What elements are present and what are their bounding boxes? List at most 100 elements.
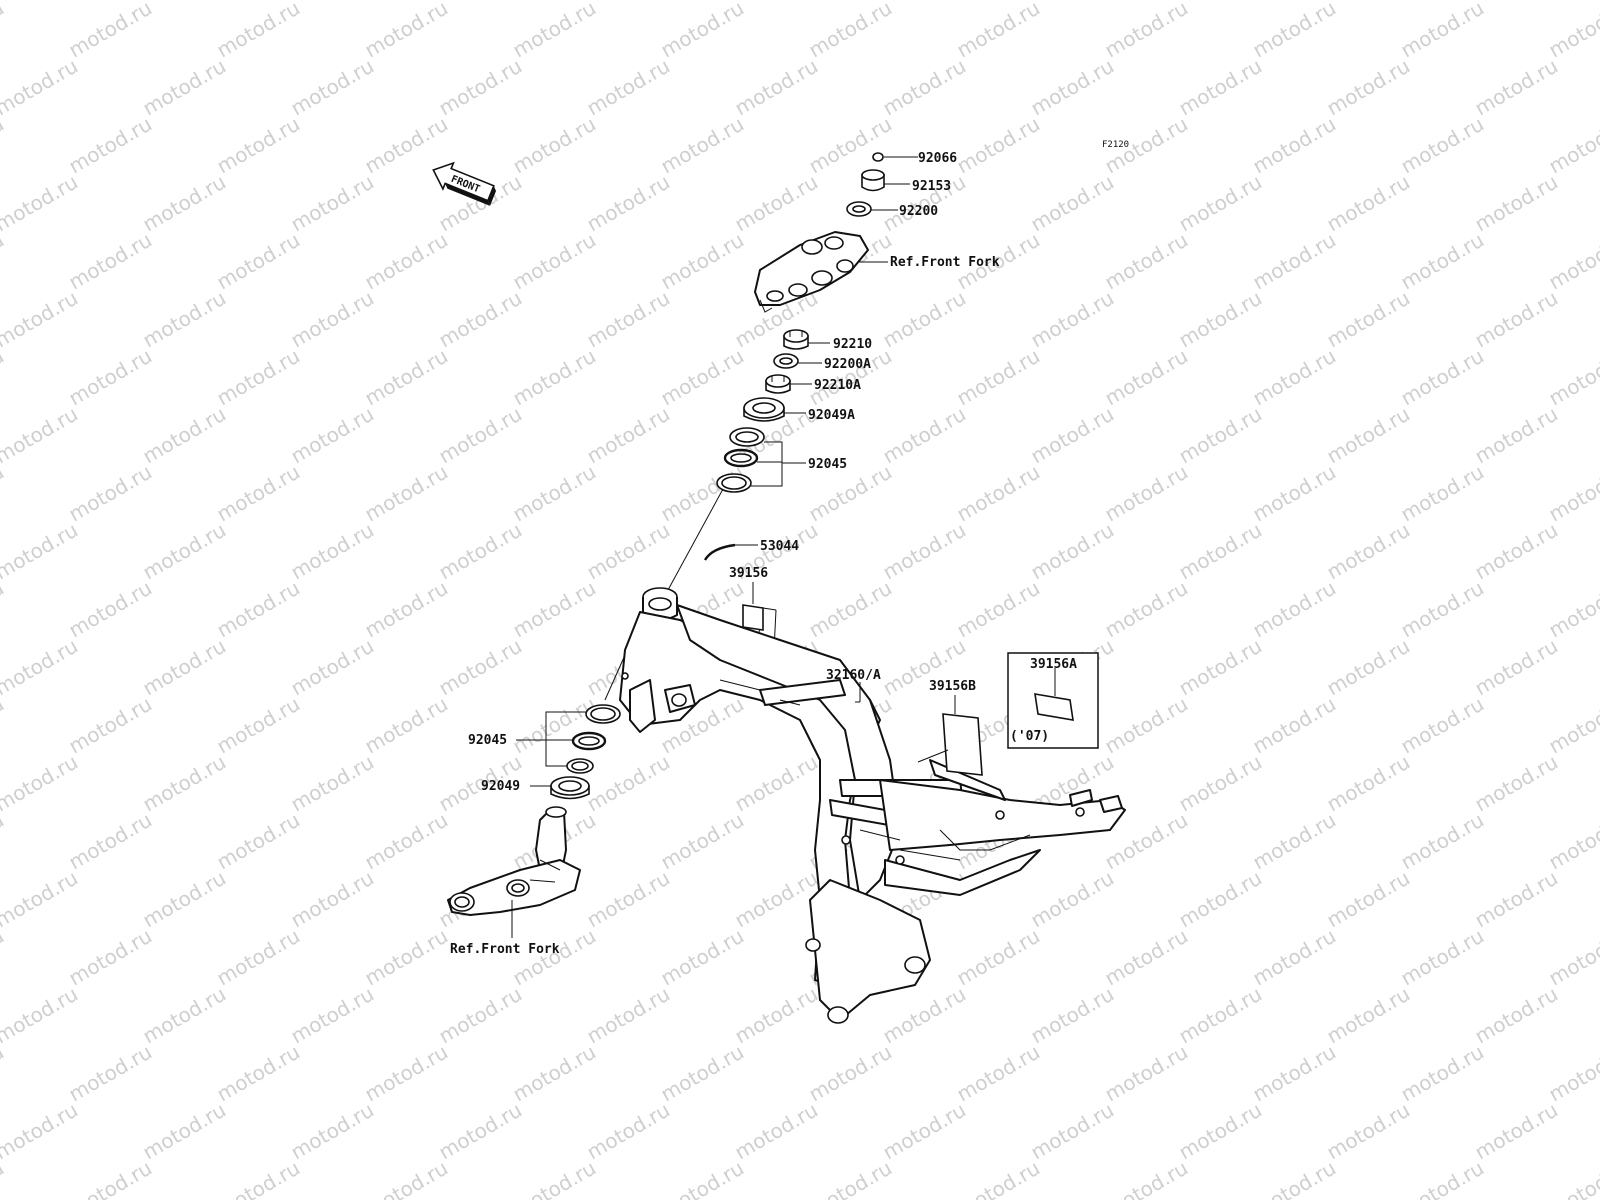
- leader-bracket: [545, 711, 586, 767]
- watermark-text: motod.ru: [1101, 924, 1192, 991]
- watermark-text: motod.ru: [953, 344, 1044, 411]
- watermark-text: motod.ru: [805, 1040, 896, 1107]
- watermark-text: motod.ru: [0, 170, 82, 237]
- watermark-text: motod.ru: [509, 576, 600, 643]
- watermark-text: motod.ru: [0, 866, 82, 933]
- watermark-text: motod.ru: [0, 576, 8, 643]
- watermark-text: motod.ru: [1175, 982, 1266, 1049]
- watermark-text: motod.ru: [1027, 982, 1118, 1049]
- watermark-text: motod.ru: [1249, 1040, 1340, 1107]
- watermark-text: motod.ru: [0, 460, 8, 527]
- watermark-text: motod.ru: [213, 692, 304, 759]
- watermark-text: motod.ru: [509, 228, 600, 295]
- watermark-text: motod.ru: [657, 112, 748, 179]
- watermark-text: motod.ru: [1175, 54, 1266, 121]
- watermark-text: motod.ru: [139, 1098, 230, 1165]
- watermark-text: motod.ru: [0, 112, 8, 179]
- watermark-text: motod.ru: [1471, 982, 1562, 1049]
- leader-line: [762, 607, 777, 611]
- watermark-text: motod.ru: [953, 112, 1044, 179]
- part-92200-washer: [846, 201, 872, 217]
- watermark-text: motod.ru: [213, 344, 304, 411]
- watermark-text: motod.ru: [509, 924, 600, 991]
- watermark-text: motod.ru: [1249, 112, 1340, 179]
- upper-triple-clamp: [754, 231, 869, 313]
- watermark-text: motod.ru: [361, 1040, 452, 1107]
- watermark-text: motod.ru: [0, 1040, 8, 1107]
- lower-triple-clamp-stem: [447, 806, 581, 916]
- watermark-text: motod.ru: [583, 170, 674, 237]
- watermark-text: motod.ru: [657, 228, 748, 295]
- watermark-text: motod.ru: [1545, 808, 1600, 875]
- watermark-text: motod.ru: [213, 1040, 304, 1107]
- watermark-text: motod.ru: [1101, 344, 1192, 411]
- watermark-text: motod.ru: [1027, 0, 1118, 4]
- watermark-text: motod.ru: [1323, 0, 1414, 4]
- watermark-text: motod.ru: [287, 54, 378, 121]
- watermark-text: motod.ru: [361, 576, 452, 643]
- watermark-text: motod.ru: [0, 1156, 8, 1200]
- watermark-text: motod.ru: [65, 692, 156, 759]
- label-39156B: 39156B: [929, 679, 976, 694]
- watermark-text: motod.ru: [583, 54, 674, 121]
- part-92210A-nut: [765, 374, 791, 394]
- label-92066: 92066: [918, 151, 957, 166]
- label-92153: 92153: [912, 179, 951, 194]
- watermark-text: motod.ru: [435, 518, 526, 585]
- watermark-text: motod.ru: [435, 402, 526, 469]
- watermark-text: motod.ru: [361, 924, 452, 991]
- label-92210: 92210: [833, 337, 872, 352]
- watermark-text: motod.ru: [65, 112, 156, 179]
- watermark-text: motod.ru: [287, 866, 378, 933]
- watermark-text: motod.ru: [1397, 692, 1488, 759]
- watermark-text: motod.ru: [879, 402, 970, 469]
- watermark-text: motod.ru: [361, 1156, 452, 1200]
- watermark-text: motod.ru: [1249, 460, 1340, 527]
- watermark-text: motod.ru: [1323, 1098, 1414, 1165]
- watermark-text: motod.ru: [1471, 750, 1562, 817]
- watermark-text: motod.ru: [1545, 460, 1600, 527]
- watermark-text: motod.ru: [583, 402, 674, 469]
- watermark-text: motod.ru: [65, 808, 156, 875]
- watermark-text: motod.ru: [953, 1040, 1044, 1107]
- part-92210-nut: [783, 329, 809, 350]
- assembly-line: [604, 654, 626, 701]
- label-39156: 39156: [729, 566, 768, 581]
- watermark-text: motod.ru: [0, 634, 82, 701]
- watermark-text: motod.ru: [435, 0, 526, 4]
- watermark-text: motod.ru: [1101, 460, 1192, 527]
- watermark-text: motod.ru: [65, 0, 156, 62]
- watermark-text: motod.ru: [0, 228, 8, 295]
- watermark-text: motod.ru: [879, 1098, 970, 1165]
- watermark-text: motod.ru: [139, 866, 230, 933]
- watermark-text: motod.ru: [435, 1098, 526, 1165]
- watermark-text: motod.ru: [287, 634, 378, 701]
- watermark-text: motod.ru: [657, 924, 748, 991]
- watermark-text: motod.ru: [1471, 518, 1562, 585]
- watermark-text: motod.ru: [1397, 344, 1488, 411]
- watermark-text: motod.ru: [287, 0, 378, 4]
- watermark-text: motod.ru: [0, 750, 82, 817]
- watermark-text: motod.ru: [805, 112, 896, 179]
- part-92045-upper-bearing-set: [716, 427, 765, 493]
- watermark-text: motod.ru: [1101, 692, 1192, 759]
- watermark-text: motod.ru: [139, 54, 230, 121]
- watermark-text: motod.ru: [213, 576, 304, 643]
- label-92045-bottom: 92045: [468, 733, 507, 748]
- watermark-text: motod.ru: [1175, 0, 1266, 4]
- watermark-text: motod.ru: [139, 750, 230, 817]
- watermark-text: motod.ru: [65, 344, 156, 411]
- part-92049-seal: [550, 776, 590, 800]
- watermark-text: motod.ru: [731, 170, 822, 237]
- label-92210A: 92210A: [814, 378, 861, 393]
- label-92200A: 92200A: [824, 357, 871, 372]
- watermark-text: motod.ru: [1249, 228, 1340, 295]
- watermark-text: motod.ru: [953, 576, 1044, 643]
- watermark-text: motod.ru: [435, 54, 526, 121]
- watermark-text: motod.ru: [1545, 1156, 1600, 1200]
- watermark-text: motod.ru: [805, 576, 896, 643]
- watermark-text: motod.ru: [1471, 0, 1562, 4]
- watermark-text: motod.ru: [65, 1156, 156, 1200]
- watermark-text: motod.ru: [509, 0, 600, 62]
- part-92066-cap: [872, 152, 884, 162]
